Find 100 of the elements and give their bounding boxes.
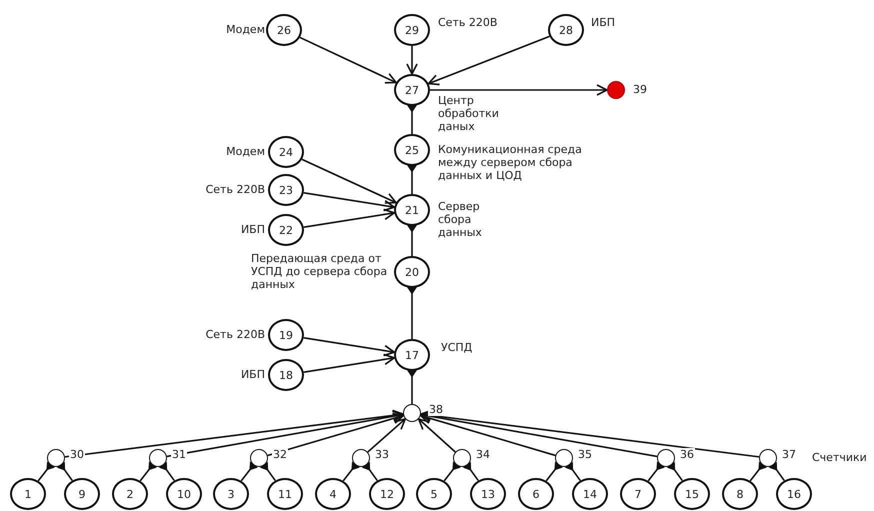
arrow: [166, 410, 404, 458]
numbered-circle: [394, 339, 430, 371]
connector-line: [240, 461, 258, 482]
arrow: [428, 36, 550, 86]
junction-circle: [47, 449, 65, 467]
arrow: [420, 410, 760, 458]
node-number: 1: [24, 488, 32, 500]
group-label: Счетчики: [812, 451, 867, 464]
connector-line: [158, 462, 175, 481]
numbered-circle: [213, 478, 249, 510]
node-caption: ИБП: [240, 368, 266, 381]
node-number: 6: [532, 488, 540, 500]
node-number: 10: [177, 488, 191, 500]
connector-line: [260, 462, 276, 481]
arrow: [267, 412, 404, 456]
node-number: 5: [430, 488, 438, 500]
junction-circle: [403, 404, 421, 422]
numbered-circle: [268, 319, 304, 351]
node-number: 23: [279, 184, 293, 196]
node-number: 8: [736, 488, 744, 500]
arrow: [367, 418, 406, 453]
node-caption: 32: [272, 448, 288, 461]
arrow: [420, 410, 658, 458]
junction-circle: [352, 449, 370, 467]
connector-line: [362, 462, 378, 481]
arrow: [300, 36, 397, 84]
connector-line: [407, 105, 417, 134]
numbered-circle: [572, 478, 608, 510]
connector-line: [407, 370, 417, 404]
numbered-circle: [315, 478, 351, 510]
numbered-circle: [394, 14, 430, 46]
node-caption: Модем: [225, 145, 266, 158]
arrow: [304, 192, 396, 212]
node-number: 18: [279, 368, 293, 382]
numbered-circle: [267, 478, 303, 510]
node-caption: 36: [679, 448, 695, 461]
numbered-circle: [10, 478, 46, 510]
numbered-circle: [394, 194, 430, 226]
node-number: 4: [330, 488, 336, 500]
numbered-circle: [416, 478, 452, 510]
node-number: 17: [405, 348, 419, 362]
node-number: 24: [279, 146, 293, 158]
node-number: 9: [78, 488, 86, 500]
junction-circle: [250, 449, 268, 467]
node-caption: УСПД: [440, 341, 474, 354]
numbered-circle: [548, 14, 584, 46]
connector-line: [564, 462, 581, 481]
numbered-circle: [266, 14, 302, 46]
junction-circle: [657, 449, 675, 467]
connector-line: [407, 165, 417, 194]
node-number: 26: [277, 24, 291, 36]
numbered-circle: [518, 478, 554, 510]
connector-line: [462, 462, 479, 481]
node-caption: 34: [475, 448, 491, 461]
numbered-circle: [64, 478, 100, 510]
node-number: 2: [126, 488, 134, 500]
node-caption: 33: [374, 448, 390, 461]
arrow: [302, 158, 397, 204]
connector-line: [750, 461, 767, 482]
junction-circle: [149, 449, 167, 467]
node-number: 16: [787, 488, 801, 500]
connector-line: [407, 287, 417, 339]
node-caption: Сеть 220В: [204, 328, 266, 341]
connector-line: [38, 461, 55, 482]
node-caption: 35: [577, 448, 593, 461]
arrow: [430, 84, 608, 96]
numbered-circle: [776, 478, 812, 510]
numbered-circle: [722, 478, 758, 510]
connector-line: [648, 461, 665, 482]
connector-line: [444, 461, 461, 482]
connector-line: [666, 462, 683, 481]
numbered-circle: [166, 478, 202, 510]
node-number: 28: [559, 24, 573, 36]
numbered-circle: [112, 478, 148, 510]
node-number: 15: [685, 488, 699, 500]
node-number: 7: [634, 488, 642, 500]
node-number: 13: [481, 488, 495, 500]
arrow: [64, 410, 404, 458]
numbered-circle: [674, 478, 710, 510]
node-caption: 30: [69, 448, 85, 461]
junction-circle: [555, 449, 573, 467]
node-number: 3: [228, 488, 234, 500]
numbered-circle: [470, 478, 506, 510]
node-caption: 31: [171, 448, 187, 461]
node-number: 21: [405, 204, 419, 216]
node-number: 22: [279, 224, 293, 236]
connector-line: [56, 462, 73, 481]
numbered-circle: [268, 174, 304, 206]
connector-line: [140, 461, 157, 482]
arrow: [304, 337, 396, 356]
numbered-circle: [268, 136, 304, 168]
node-number: 27: [405, 84, 419, 96]
connector-line: [546, 461, 563, 482]
node-number: 25: [405, 144, 419, 156]
node-number: 29: [405, 24, 419, 36]
node-caption: 39: [632, 83, 648, 96]
node-caption: ИБП: [240, 223, 266, 236]
node-caption: Модем: [225, 23, 266, 36]
connector-line: [342, 461, 360, 482]
numbered-circle: [369, 478, 405, 510]
